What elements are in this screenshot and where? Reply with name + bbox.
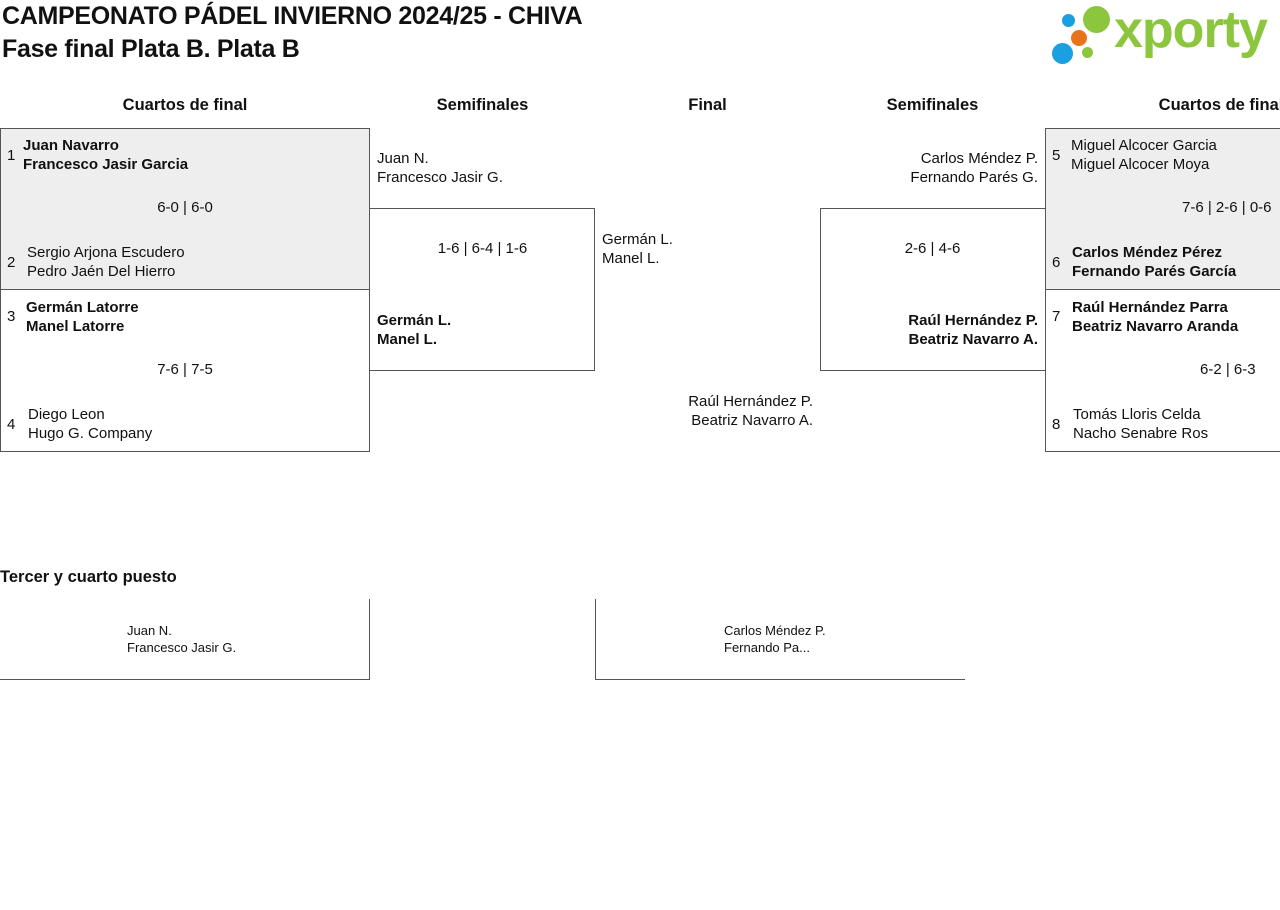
team-player-1: Tomás Lloris Celda — [1073, 406, 1201, 423]
team-player-2: Miguel Alcocer Moya — [1071, 156, 1210, 173]
team-player-1: Germán Latorre — [26, 299, 139, 316]
round-heading-right-qf: Cuartos de final — [1158, 96, 1280, 114]
seed-number: 5 — [1052, 147, 1061, 164]
team-player-1: Miguel Alcocer Garcia — [1071, 137, 1217, 154]
team-player-2: Francesco Jasir Garcia — [23, 156, 189, 173]
third-place-heading: Tercer y cuarto puesto — [0, 568, 177, 586]
final-team-left-player-2: Manel L. — [602, 250, 660, 267]
team-player-1: Diego Leon — [28, 406, 105, 423]
seed-number: 4 — [7, 416, 16, 433]
round-heading-final: Final — [688, 96, 727, 114]
round-heading-left-qf: Cuartos de final — [122, 96, 248, 114]
quarterfinal-match-1[interactable] — [0, 128, 370, 290]
page-subtitle: Fase final Plata B. Plata B — [2, 35, 300, 63]
seed-number: 1 — [7, 147, 16, 164]
team-player-1: Raúl Hernández P. — [908, 312, 1038, 329]
quarterfinal-match-4[interactable] — [1045, 289, 1280, 452]
team-player-2: Francesco Jasir G. — [377, 169, 503, 186]
team-player-2: Beatriz Navarro Aranda — [1072, 318, 1239, 335]
bracket-line — [595, 599, 596, 680]
team-player-1: Sergio Arjona Escudero — [27, 244, 185, 261]
third-place-team-right-player-2: Fernando Pa... — [724, 640, 810, 655]
team-player-2: Nacho Senabre Ros — [1073, 425, 1209, 442]
bracket-line — [369, 599, 370, 680]
logo-dot-orange — [1071, 30, 1087, 46]
team-player-2: Fernando Parés García — [1072, 263, 1237, 280]
third-place-team-left-player-1: Juan N. — [127, 623, 172, 638]
final-team-right-player-1: Raúl Hernández P. — [688, 393, 813, 410]
team-player-2: Manel L. — [377, 331, 438, 348]
match-score: 2-6 | 4-6 — [904, 240, 961, 257]
team-player-1: Raúl Hernández Parra — [1072, 299, 1228, 316]
xporty-logo: xporty — [1052, 1, 1280, 66]
team-player-1: Juan Navarro — [23, 137, 119, 154]
seed-number: 3 — [7, 308, 16, 325]
semifinal-match-right[interactable] — [820, 208, 1046, 371]
match-score: 7-6 | 7-5 — [157, 361, 213, 378]
third-place-team-left-player-2: Francesco Jasir G. — [127, 640, 237, 655]
team-player-1: Carlos Méndez P. — [920, 150, 1038, 167]
team-player-2: Pedro Jaén Del Hierro — [27, 263, 176, 280]
logo-text: xporty — [1114, 1, 1268, 59]
team-player-1: Juan N. — [377, 150, 429, 167]
round-heading-left-sf: Semifinales — [436, 96, 529, 114]
team-player-1: Carlos Méndez Pérez — [1072, 244, 1223, 261]
page-title: CAMPEONATO PÁDEL INVIERNO 2024/25 - CHIV… — [2, 2, 583, 30]
match-score: 6-2 | 6-3 — [1200, 361, 1256, 378]
seed-number: 6 — [1052, 254, 1061, 271]
bracket-line — [595, 679, 965, 680]
team-player-2: Fernando Parés G. — [910, 169, 1038, 186]
seed-number: 2 — [7, 254, 16, 271]
seed-number: 7 — [1052, 308, 1061, 325]
logo-dot-green-2 — [1082, 47, 1093, 58]
match-score: 1-6 | 6-4 | 1-6 — [437, 240, 528, 257]
match-score: 6-0 | 6-0 — [157, 199, 213, 216]
round-heading-right-sf: Semifinales — [886, 96, 979, 114]
team-player-2: Manel Latorre — [26, 318, 125, 335]
bracket-line — [0, 679, 370, 680]
third-place-team-right-player-1: Carlos Méndez P. — [724, 623, 826, 638]
seed-number: 8 — [1052, 416, 1061, 433]
logo-dot-blue-2 — [1052, 43, 1073, 64]
final-team-right-player-2: Beatriz Navarro A. — [691, 412, 813, 429]
team-player-2: Beatriz Navarro A. — [908, 331, 1039, 348]
team-player-2: Hugo G. Company — [28, 425, 153, 442]
match-score: 7-6 | 2-6 | 0-6 — [1182, 199, 1272, 216]
team-player-1: Germán L. — [377, 312, 452, 329]
logo-dot-blue — [1062, 14, 1075, 27]
final-team-left-player-1: Germán L. — [602, 231, 673, 248]
semifinal-match-left[interactable] — [369, 208, 595, 371]
logo-dot-green — [1083, 6, 1110, 33]
